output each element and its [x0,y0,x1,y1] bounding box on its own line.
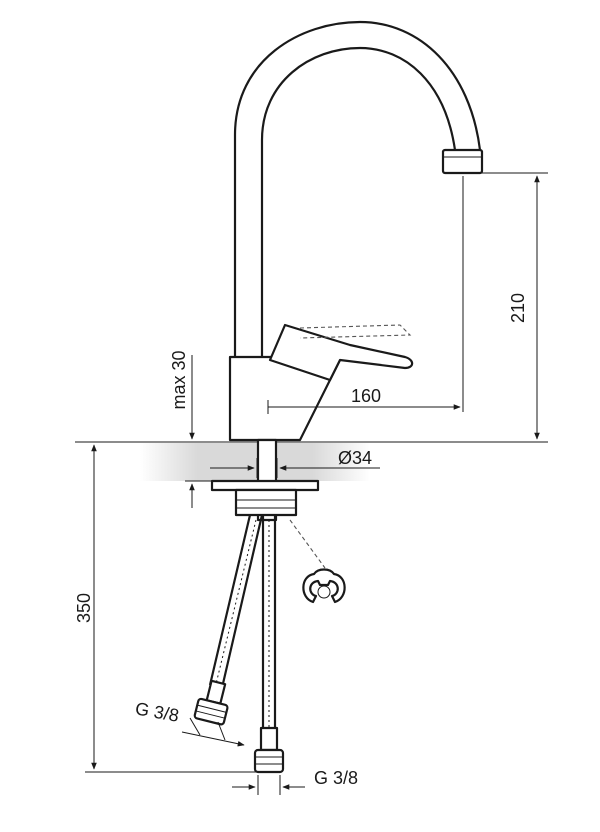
spout-outer [233,20,482,357]
clip-leader [289,519,326,569]
spout-inner [260,46,457,357]
dim-max30-label: max 30 [169,350,189,409]
fitting-right-nut [253,748,285,774]
dim-210-label: 210 [508,293,528,323]
dim-160-label: 160 [351,386,381,406]
fitting-right-sleeve [259,726,279,752]
dim-350-label: 350 [74,593,94,623]
dim-g38-bottom-label: G 3/8 [314,768,358,788]
dim-g38-left-label: G 3/8 [134,698,181,725]
fitting-left [193,679,229,726]
retaining-clip-icon [302,568,346,604]
deck-shade [140,443,370,481]
clip-hole [317,585,331,599]
mounting-nut [234,488,298,517]
mounting-plate [210,479,320,492]
hose-right [261,515,277,730]
aerator [441,148,484,175]
dim-g38-left-line [181,731,245,747]
dim-diameter-label: Ø34 [338,448,372,468]
handle-lever [268,323,414,382]
handle-raised-ghost [299,324,412,339]
hose-left [208,514,264,689]
